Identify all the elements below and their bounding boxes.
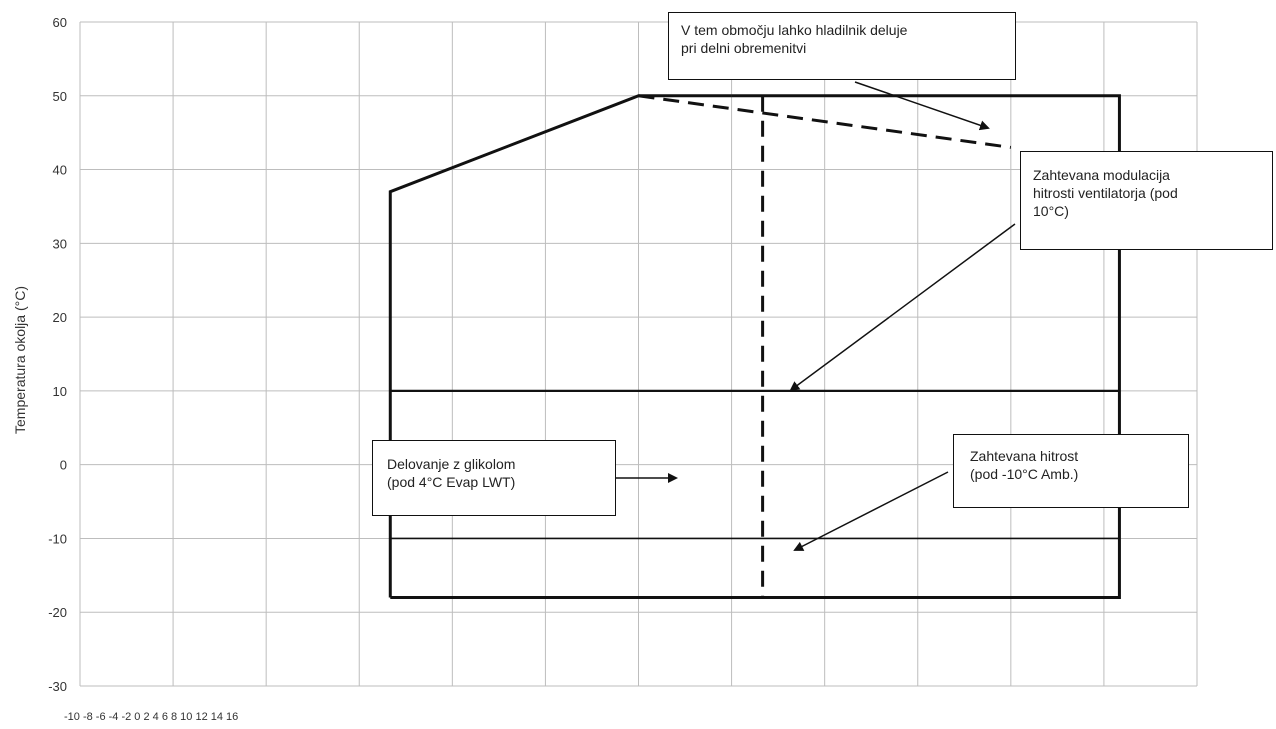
callout-fan-modulation-line-3: 10°C)	[1033, 203, 1069, 219]
callout-glycol-line-2: (pod 4°C Evap LWT)	[387, 474, 516, 490]
y-tick-label: 0	[60, 458, 67, 473]
grid	[79, 21, 1198, 687]
y-tick-label: 30	[53, 236, 67, 251]
callout-glycol-line-1: Delovanje z glikolom	[387, 456, 516, 472]
y-axis-label: Temperatura okolja (°C)	[12, 286, 28, 434]
series-line-2	[638, 94, 1012, 149]
y-tick-label: 10	[53, 384, 67, 399]
callout-partial-load: V tem območju lahko hladilnik deluje pri…	[668, 12, 1016, 80]
annotation-arrow	[789, 223, 1016, 392]
y-tick-label: 20	[53, 310, 67, 325]
callout-fan-modulation-line-2: hitrosti ventilatorja (pod	[1033, 185, 1178, 201]
series-lines	[388, 94, 1121, 599]
callout-partial-load-line-1: V tem območju lahko hladilnik deluje	[681, 22, 908, 38]
y-tick-labels: 60 50 40 30 20 10 0 -10 -20 -30	[48, 15, 67, 694]
series-line-1	[390, 94, 1121, 599]
callout-speed-required: Zahtevana hitrost (pod -10°C Amb.)	[953, 434, 1189, 508]
x-tick-labels: -10 -8 -6 -4 -2 0 2 4 6 8 10 12 14 16	[64, 711, 239, 723]
annotation-arrow	[854, 81, 990, 131]
y-tick-label: -20	[48, 605, 67, 620]
callout-glycol: Delovanje z glikolom (pod 4°C Evap LWT)	[372, 440, 616, 516]
y-tick-label: -30	[48, 679, 67, 694]
y-tick-label: -10	[48, 531, 67, 546]
y-tick-label: 40	[53, 163, 67, 178]
annotation-arrow	[793, 471, 949, 551]
y-tick-label: 60	[53, 15, 67, 30]
callout-fan-modulation: Zahtevana modulacija hitrosti ventilator…	[1020, 151, 1273, 250]
series-line-0	[388, 94, 732, 598]
annotation-arrows	[616, 81, 1016, 551]
callout-fan-modulation-line-1: Zahtevana modulacija	[1033, 167, 1170, 183]
callout-partial-load-line-2: pri delni obremenitvi	[681, 40, 807, 56]
callout-speed-required-line-1: Zahtevana hitrost	[970, 448, 1079, 464]
y-tick-label: 50	[53, 89, 67, 104]
callout-speed-required-line-2: (pod -10°C Amb.)	[970, 466, 1079, 482]
